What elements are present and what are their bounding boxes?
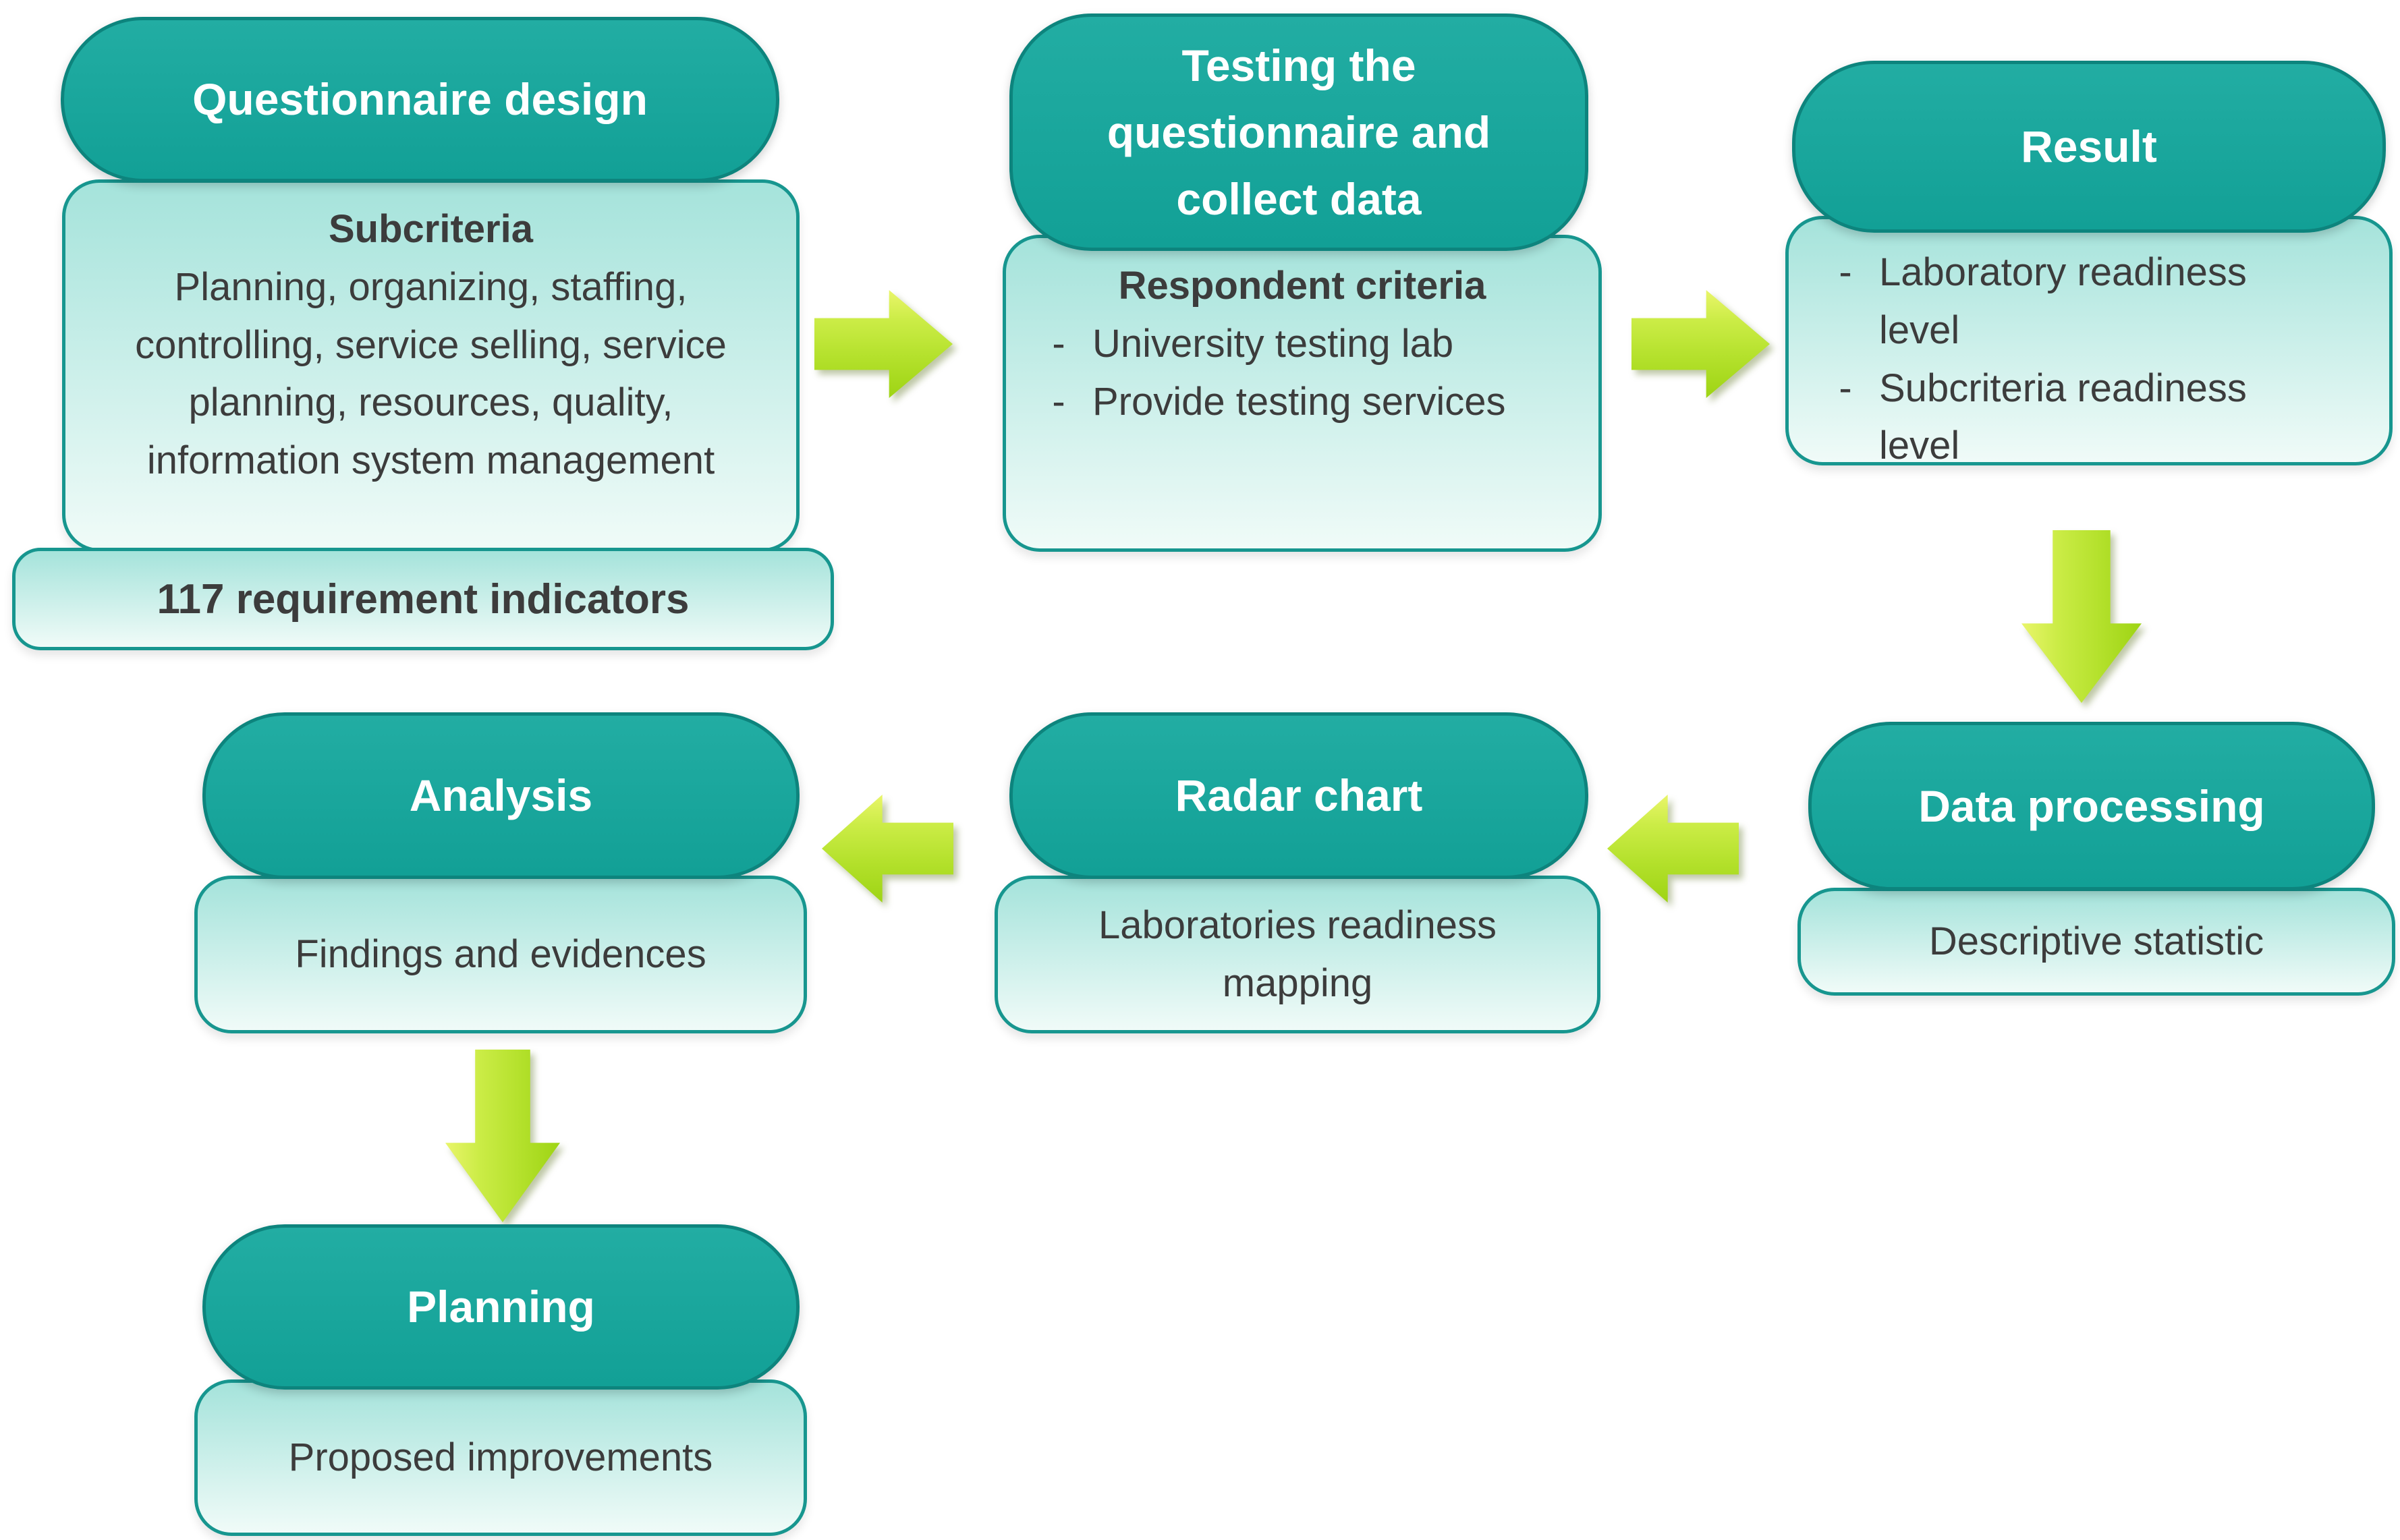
testing-questionnaire-pill: Testing the questionnaire and collect da… [1009,13,1588,251]
subcriteria-heading: Subcriteria [329,207,533,251]
result-detail-box: - Laboratory readiness level - Subcriter… [1785,216,2393,467]
arrow-down-result-to-data-processing-icon [2021,530,2142,703]
descriptive-statistic-label: Descriptive statistic [1928,919,2264,964]
requirement-indicators-label: 117 requirement indicators [157,575,690,623]
bullet-text: University testing lab [1092,321,1454,366]
proposed-improvements-label: Proposed improvements [288,1435,713,1480]
proposed-improvements-box: Proposed improvements [194,1379,807,1536]
data-processing-pill-label: Data processing [1918,780,2265,831]
questionnaire-design-pill: Questionnaire design [61,17,779,182]
radar-chart-pill: Radar chart [1009,712,1588,879]
data-processing-pill: Data processing [1808,722,2375,890]
result-pill-label: Result [2021,121,2157,171]
respondent-criteria-heading: Respondent criteria [1118,264,1486,308]
result-bullet-row: - Laboratory readiness level [1812,244,2389,360]
radar-chart-pill-label: Radar chart [1175,770,1423,820]
subcriteria-body: Planning, organizing, staffing, controll… [135,264,727,483]
arrow-down-analysis-to-planning-icon [445,1050,560,1222]
result-pill: Result [1792,61,2386,233]
planning-pill-label: Planning [407,1282,595,1332]
arrow-right-testing-to-result-icon [1631,290,1770,398]
arrow-right-questionnaire-to-testing-icon [814,290,953,398]
result-bullet-row: - Subcriteria readiness level [1812,360,2389,476]
analysis-pill-label: Analysis [409,770,593,820]
questionnaire-design-pill-label: Questionnaire design [192,74,648,124]
planning-pill: Planning [202,1224,800,1390]
bullet-marker: - [1839,250,1852,294]
readiness-mapping-label: Laboratories readiness mapping [1098,903,1497,1005]
findings-box: Findings and evidences [194,876,807,1033]
bullet-marker: - [1839,366,1852,410]
respondent-bullet-row: - University testing lab [1025,315,1598,373]
subcriteria-box: Subcriteria Planning, organizing, staffi… [62,179,800,552]
bullet-text: Provide testing services [1092,379,1506,424]
arrow-left-radar-to-analysis-icon [822,795,953,903]
requirement-indicators-box: 117 requirement indicators [12,548,834,650]
testing-questionnaire-pill-label: Testing the questionnaire and collect da… [1107,40,1491,224]
respondent-bullet-row: - Provide testing services [1025,373,1598,431]
bullet-marker: - [1052,321,1065,366]
bullet-text: Subcriteria readiness level [1879,366,2247,468]
descriptive-statistic-box: Descriptive statistic [1797,888,2395,996]
analysis-pill: Analysis [202,712,800,879]
readiness-mapping-box: Laboratories readiness mapping [995,876,1600,1033]
arrow-left-data-processing-to-radar-icon [1607,795,1739,903]
findings-label: Findings and evidences [295,932,706,977]
respondent-criteria-box: Respondent criteria - University testing… [1003,235,1602,552]
bullet-marker: - [1052,379,1065,424]
bullet-text: Laboratory readiness level [1879,250,2247,352]
